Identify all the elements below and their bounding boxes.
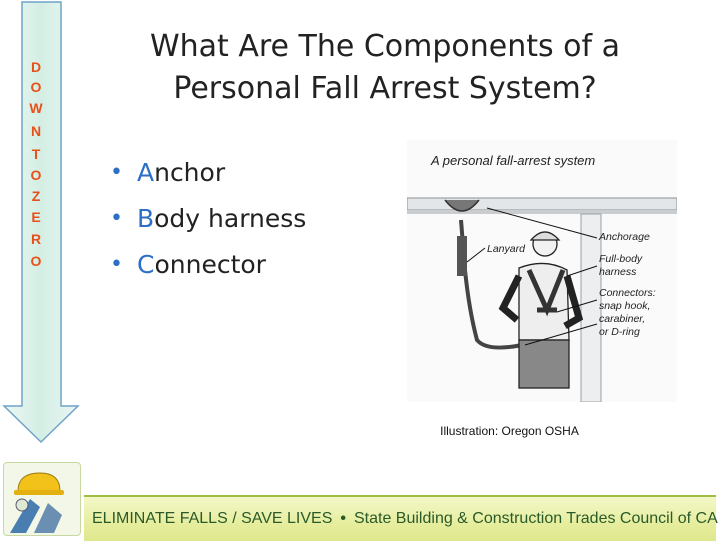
label-anchorage: Anchorage [598,231,650,243]
label-lanyard: Lanyard [487,243,526,255]
label-connectors-3: carabiner, [599,313,645,325]
sidebar-letter: O [30,253,42,269]
sidebar-letter: R [30,231,42,247]
label-connectors-1: Connectors: [599,287,656,299]
worker-figure [498,231,584,389]
bullet-dot: • [110,252,123,277]
sidebar-letter: O [30,79,42,95]
bullet-dot: • [110,160,123,185]
label-harness-1: Full-body [599,253,643,265]
anchor-strap-icon [444,199,480,212]
sidebar-letter: N [30,123,42,139]
footer-banner: ELIMINATE FALLS / SAVE LIVES • State Bui… [84,495,718,541]
label-connectors-2: snap hook, [599,300,650,312]
footer-slogan: ELIMINATE FALLS / SAVE LIVES [92,510,333,527]
sidebar-letter: W [29,100,43,116]
sidebar-letter: E [31,209,41,225]
sidebar-letter: Z [31,188,41,204]
fall-arrest-illustration: A personal fall-arrest system Lanyard An… [406,140,678,403]
label-harness-2: harness [599,266,637,278]
lanyard-icon [459,219,523,350]
label-connectors-4: or D-ring [599,326,640,338]
footer-organization: State Building & Construction Trades Cou… [354,510,718,527]
bullet-initial: B [136,204,155,233]
sidebar-letter: T [31,146,41,162]
bullet-initial: C [136,250,155,279]
sidebar-letter: O [30,167,42,183]
illustration-heading: A personal fall-arrest system [430,153,595,168]
construction-logo-icon [3,462,81,536]
illustration-caption: Illustration: Oregon OSHA [440,424,579,438]
bullet-text: nchor [154,158,226,187]
bullet-text: onnector [154,250,266,279]
slide-title: What Are The Components of a Personal Fa… [149,29,621,106]
bullet-initial: A [136,158,155,187]
bullet-dot: • [110,206,123,231]
footer-separator: • [340,510,346,527]
down-arrow-shape [2,1,80,444]
sidebar-letter: D [30,59,42,75]
bullet-text: ody harness [154,204,307,233]
